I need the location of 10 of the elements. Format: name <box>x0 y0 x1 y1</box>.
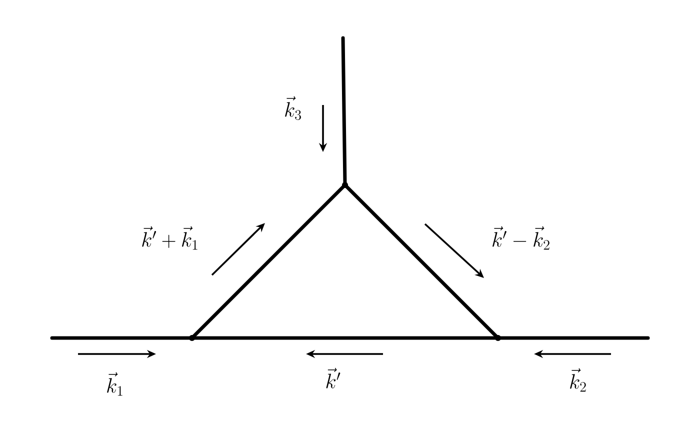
momentum-label: $\vec{k}'-\vec{k}_2$ <box>492 226 550 250</box>
momentum-label: $\vec{k}_2$ <box>570 368 586 392</box>
propagator-line <box>190 336 500 340</box>
momentum-label: $\vec{k}'$ <box>326 368 340 388</box>
propagator-line <box>496 336 650 340</box>
momentum-label: $\vec{k}'+\vec{k}_1$ <box>142 226 198 250</box>
propagator-line <box>50 336 194 340</box>
momentum-label: $\vec{k}_3$ <box>285 96 301 120</box>
momentum-label: $\vec{k}_1$ <box>107 372 122 396</box>
propagator-line <box>341 36 347 187</box>
